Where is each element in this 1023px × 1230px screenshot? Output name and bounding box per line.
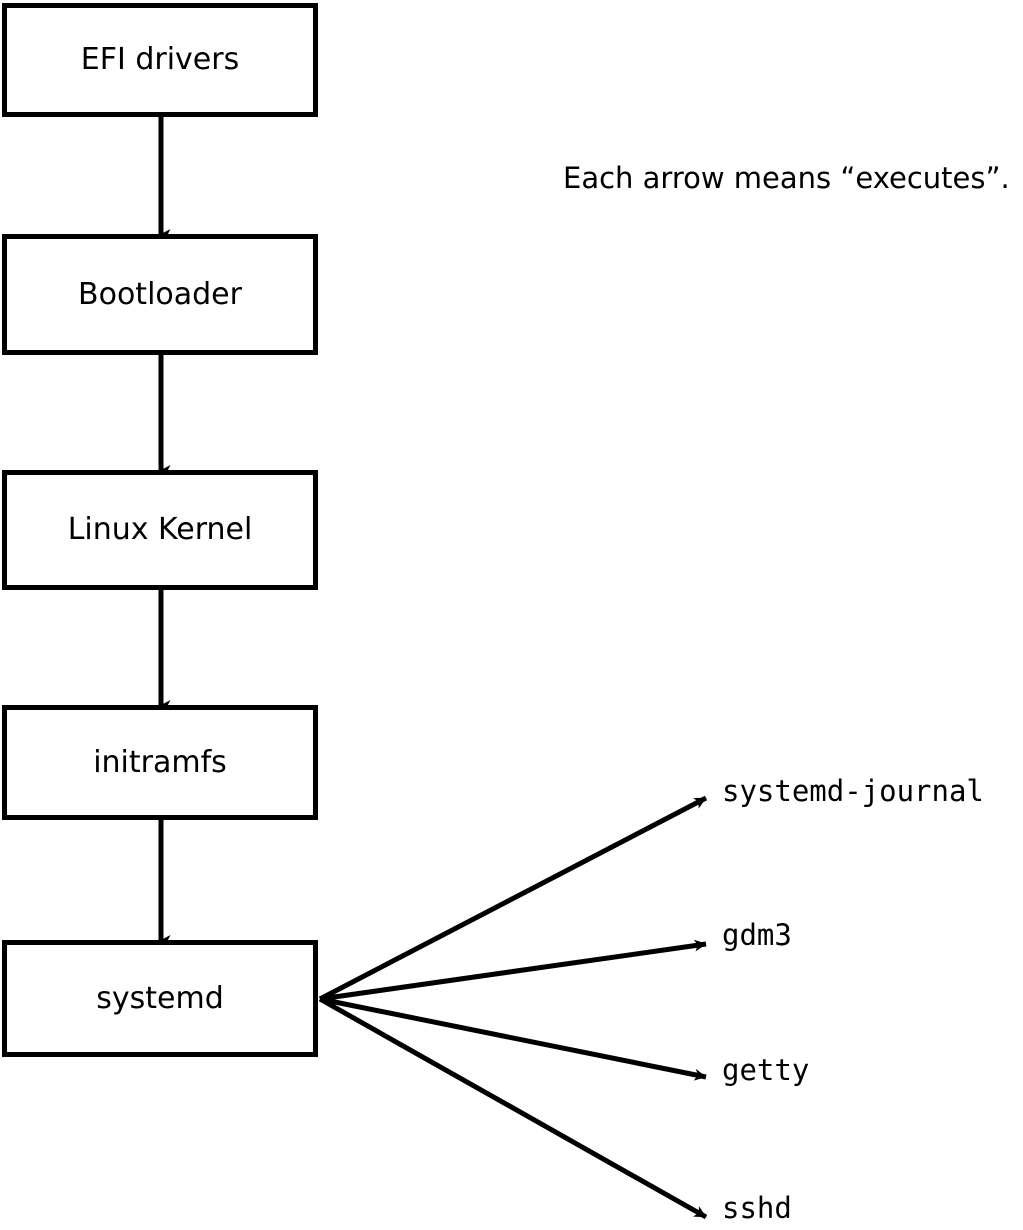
fan-arrow-systemd-to-systemd-journal bbox=[318, 795, 708, 1002]
service-label-gdm3[interactable]: gdm3 bbox=[722, 918, 792, 952]
node-initramfs[interactable]: initramfs bbox=[2, 705, 318, 820]
fan-arrow-systemd-to-sshd bbox=[318, 996, 708, 1220]
diagram-caption: Each arrow means “executes”. bbox=[563, 161, 1010, 195]
service-label-getty[interactable]: getty bbox=[722, 1053, 810, 1087]
fan-arrow-systemd-to-gdm3 bbox=[319, 939, 707, 1002]
node-label-bootloader: Bootloader bbox=[78, 276, 242, 312]
node-systemd[interactable]: systemd bbox=[2, 940, 318, 1057]
node-label-initramfs: initramfs bbox=[93, 744, 227, 780]
fan-arrow-group bbox=[318, 795, 708, 1220]
node-bootloader[interactable]: Bootloader bbox=[2, 234, 318, 355]
node-label-linux-kernel: Linux Kernel bbox=[67, 512, 253, 547]
node-efi-drivers[interactable]: EFI drivers bbox=[2, 3, 318, 117]
node-label-systemd: systemd bbox=[96, 980, 224, 1016]
fan-arrow-systemd-to-getty bbox=[319, 996, 707, 1081]
node-linux-kernel[interactable]: Linux Kernel bbox=[2, 470, 318, 590]
service-label-systemd-journal[interactable]: systemd-journal bbox=[722, 774, 984, 808]
service-label-sshd[interactable]: sshd bbox=[722, 1191, 792, 1225]
node-label-efi-drivers: EFI drivers bbox=[80, 42, 240, 77]
